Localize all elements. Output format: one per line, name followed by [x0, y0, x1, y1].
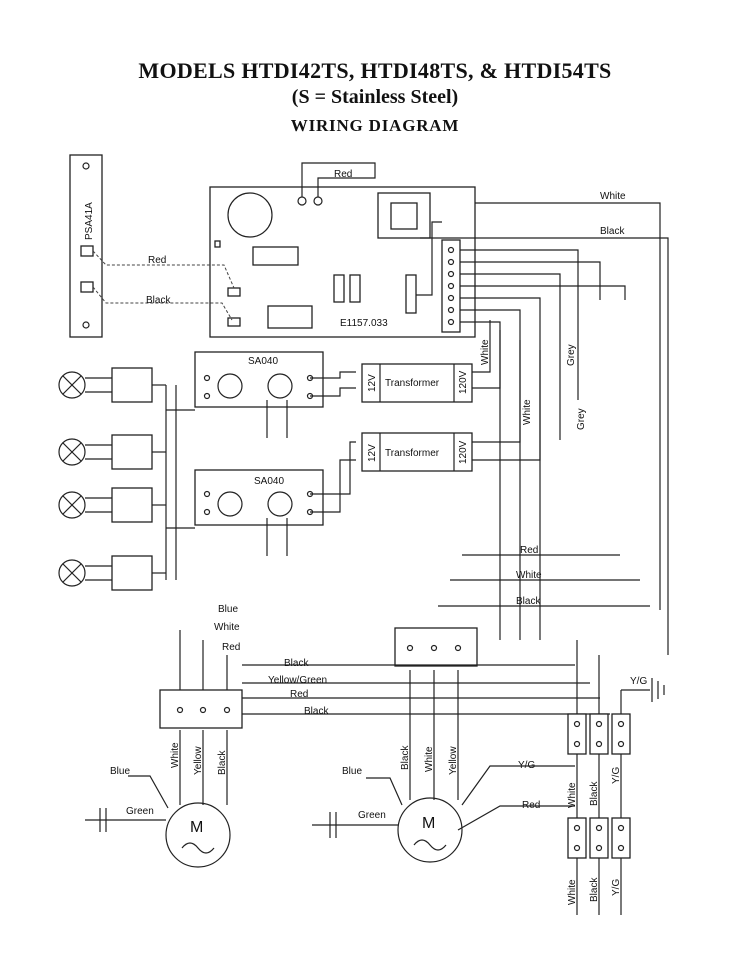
wire-label-red-right: Red — [520, 545, 538, 556]
wire-label-yg-out: Y/G — [611, 879, 622, 896]
sa040-ballast-a: SA040 — [194, 351, 324, 408]
sa040-a-label: SA040 — [248, 356, 278, 367]
wire-label-yg-ground: Y/G — [630, 676, 647, 687]
wire-label-red-relay: Red — [334, 169, 352, 180]
wire-label-blue-a: Blue — [218, 604, 238, 615]
lamp-3 — [58, 487, 153, 523]
wire-label-red-psa: Red — [148, 255, 166, 266]
motor-b-symbol: M — [422, 815, 435, 832]
lamp-group — [58, 367, 195, 591]
wire-label-white-a: White — [214, 622, 240, 633]
wire-label-blue-ma: Blue — [110, 766, 130, 777]
wire-label-green-mb: Green — [358, 810, 386, 821]
ground-icon — [621, 678, 665, 702]
page-subtitle: (S = Stainless Steel) — [291, 86, 459, 108]
lamp-2 — [58, 434, 153, 470]
terminal-block-lower — [567, 817, 631, 859]
transformer-b-12v: 12V — [367, 444, 378, 462]
terminal-block-upper — [567, 713, 631, 755]
wire-label-black-mb: Black — [400, 745, 411, 770]
transformer-a: Transformer 12V 120V — [361, 363, 473, 403]
wire-label-white-tb: White — [567, 782, 578, 808]
wire-label-black-ma: Black — [217, 750, 228, 775]
wire-label-yellow-ma: Yellow — [193, 746, 204, 775]
motor-b: M Black White Yellow Blue Green Y/G Red — [312, 670, 575, 863]
transformer-a-12v: 12V — [367, 374, 378, 392]
wire-label-grey-b: Grey — [576, 408, 587, 430]
wire-label-white-trans: White — [480, 339, 491, 365]
psa41a-label: PSA41A — [84, 202, 95, 240]
wire-label-black-tb: Black — [589, 781, 600, 806]
wire-label-white-right: White — [516, 570, 542, 581]
wire-label-grey-a: Grey — [566, 344, 577, 366]
control-board: E1157.033 — [209, 186, 476, 338]
wire-label-white-out: White — [567, 879, 578, 905]
transformer-a-120v: 120V — [458, 370, 469, 394]
sa040-ballast-b: SA040 — [194, 469, 324, 526]
wire-label-white-mb: White — [424, 746, 435, 772]
wire-label-yellow-green: Yellow/Green — [268, 675, 327, 686]
lamp-1 — [58, 367, 153, 403]
wire-label-red-a: Red — [222, 642, 240, 653]
lamp-4 — [58, 555, 153, 591]
board-output-wires — [416, 221, 626, 640]
diagram-title: WIRING DIAGRAM — [290, 116, 460, 135]
transformer-b-120v: 120V — [458, 440, 469, 464]
motor-a-connector — [159, 689, 243, 729]
wire-label-black-right: Black — [516, 596, 541, 607]
page-title: MODELS HTDI42TS, HTDI48TS, & HTDI54TS — [138, 58, 612, 83]
wire-label-black-top: Black — [600, 226, 625, 237]
transformer-a-label: Transformer — [385, 378, 440, 389]
wire-label-red-harness: Red — [290, 689, 308, 700]
sa040-b-label: SA040 — [254, 476, 284, 487]
psa41a-sensor-strip: PSA41A — [69, 154, 103, 338]
wire-label-black-harness: Black — [284, 658, 309, 669]
board-label: E1157.033 — [340, 318, 388, 329]
transformer-b: Transformer 12V 120V — [361, 432, 473, 472]
wire-label-white-top: White — [600, 191, 626, 202]
wire-label-black-harness-2: Black — [304, 706, 329, 717]
wire-label-white-mid: White — [522, 399, 533, 425]
motor-a-symbol: M — [190, 819, 203, 836]
motor-a: M White Yellow Black Blue Green — [85, 730, 231, 868]
transformer-b-label: Transformer — [385, 448, 440, 459]
wire-label-white-ma: White — [170, 742, 181, 768]
wire-label-black-out: Black — [589, 877, 600, 902]
wire-label-blue-mb: Blue — [342, 766, 362, 777]
wire-label-green-ma: Green — [126, 806, 154, 817]
motor-b-connector — [394, 627, 478, 667]
wire-label-yellow-mb: Yellow — [448, 746, 459, 775]
wire-label-yg-tb: Y/G — [611, 767, 622, 784]
wire-label-black-psa: Black — [146, 295, 171, 306]
